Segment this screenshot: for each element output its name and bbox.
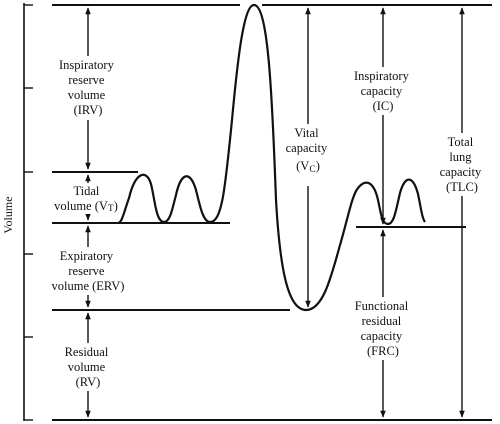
volume-trace bbox=[117, 3, 426, 312]
erv-label: Expiratory reserve volume (ERV) bbox=[52, 249, 125, 293]
tidal-label: Tidal volume (VT) bbox=[54, 184, 118, 214]
y-axis bbox=[23, 3, 33, 421]
y-axis-label: Volume bbox=[1, 196, 15, 233]
frc-label: Functional residual capacity (FRC) bbox=[355, 299, 412, 358]
reference-lines bbox=[52, 4, 492, 421]
tlc-label: Total lung capacity (TLC) bbox=[440, 135, 485, 194]
label-backgrounds bbox=[46, 56, 489, 391]
rv-label: Residual volume (RV) bbox=[65, 345, 112, 389]
ic-label: Inspiratory capacity (IC) bbox=[354, 69, 412, 113]
irv-label: Inspiratory reserve volume (IRV) bbox=[59, 58, 117, 117]
vc-label: Vital capacity (VC) bbox=[286, 126, 331, 175]
